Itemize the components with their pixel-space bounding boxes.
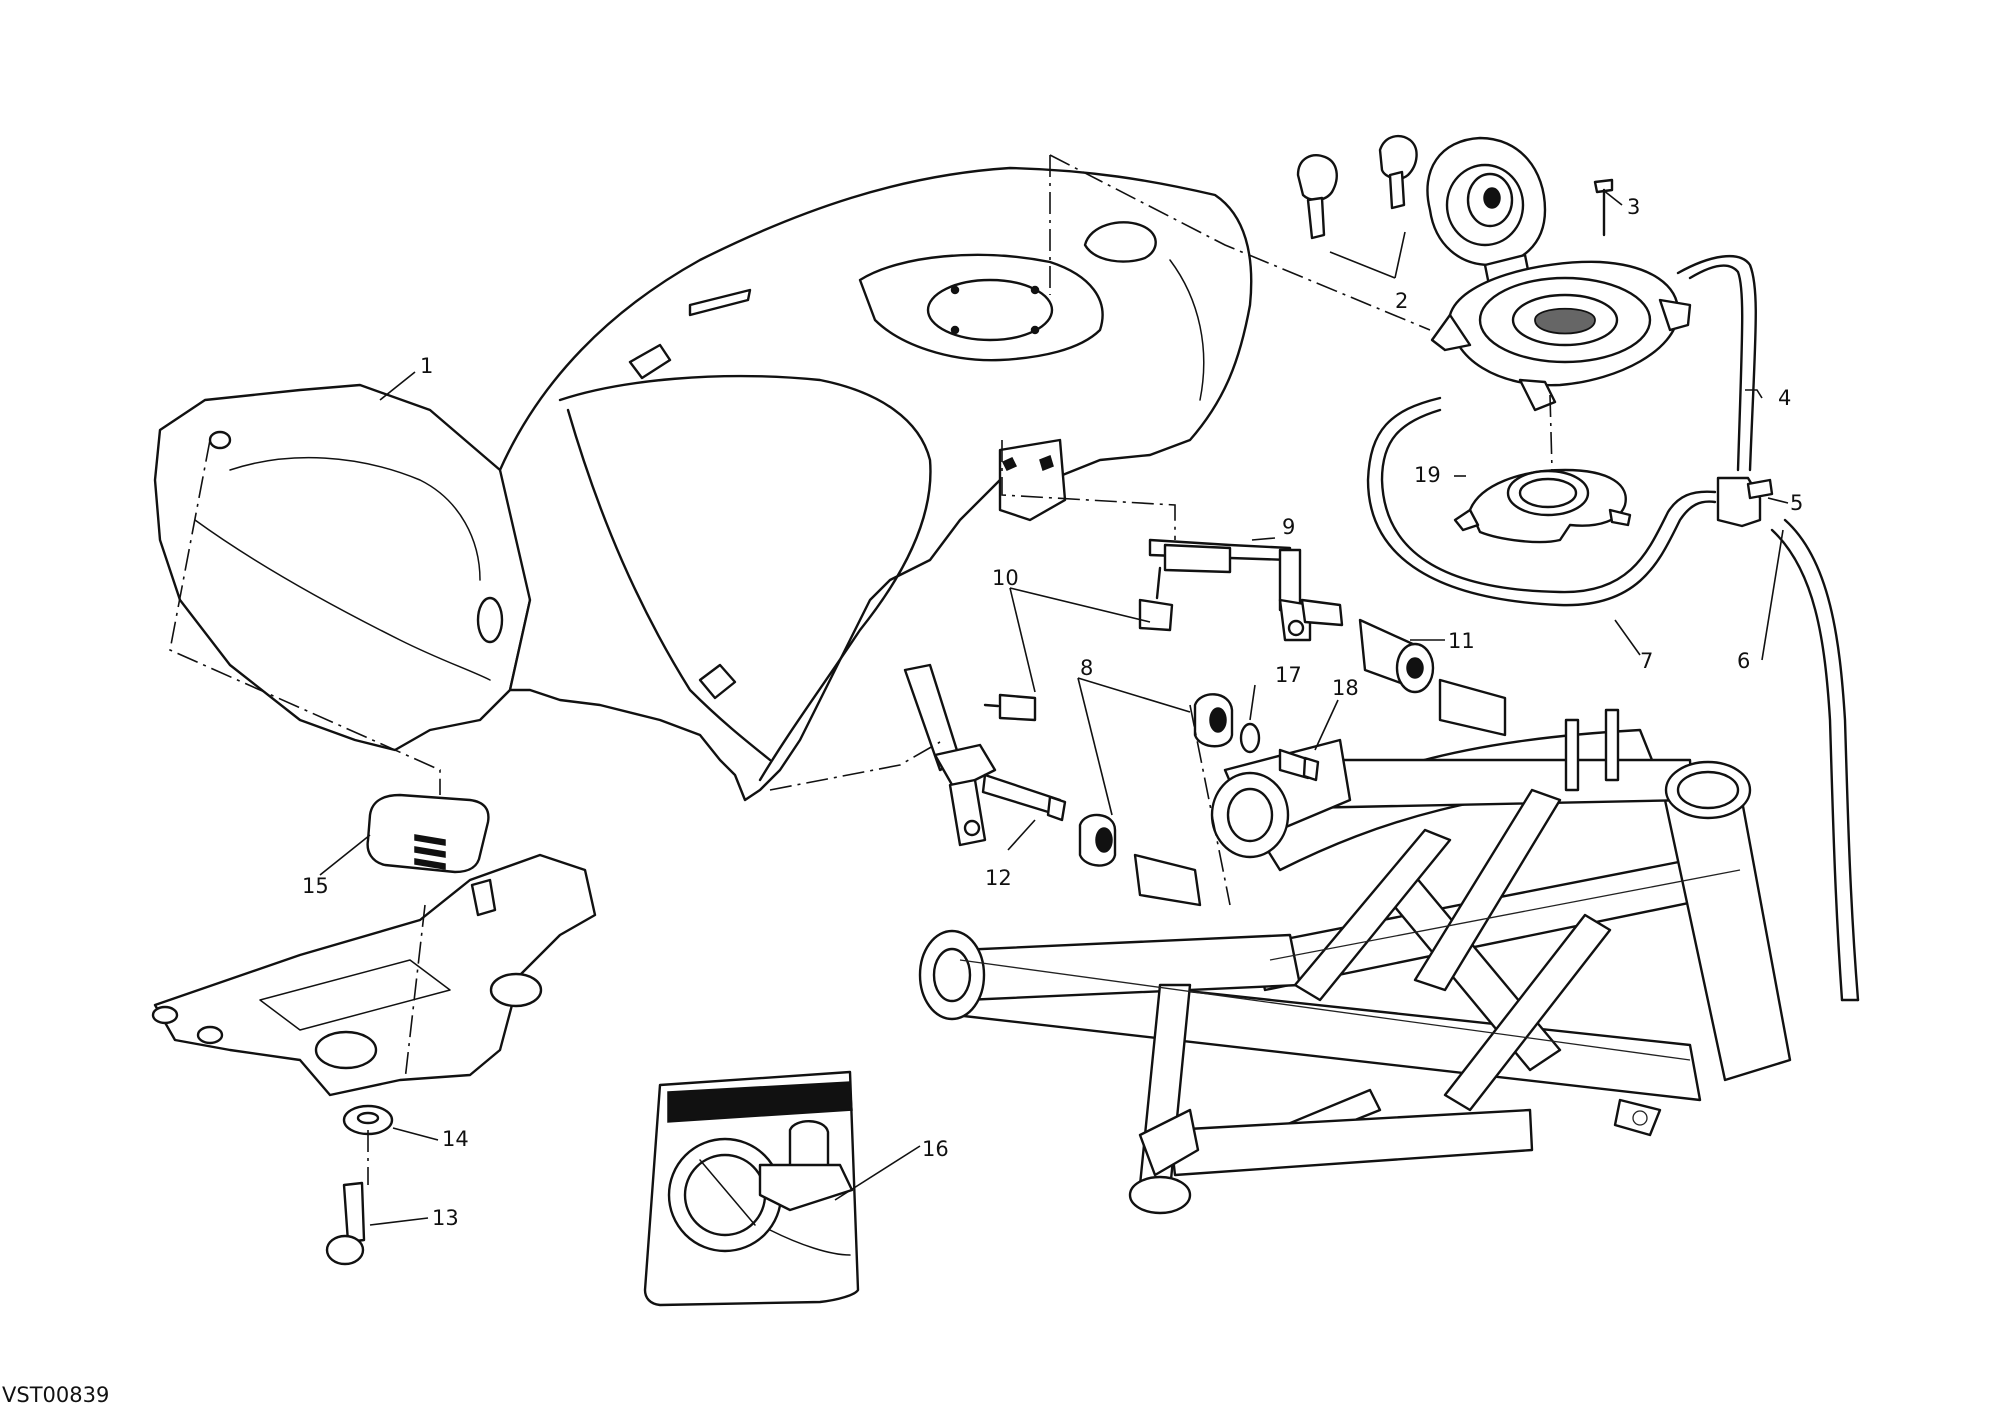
leader-lines	[319, 189, 1789, 1226]
callout-3: 3	[1627, 195, 1640, 219]
filler-cap-assembly	[1426, 136, 1692, 544]
drawing-code: VST00839	[2, 1383, 109, 1407]
rear-bracket	[1148, 538, 1344, 642]
motorcycle-frame	[918, 708, 1792, 1215]
cap-screw	[1593, 178, 1614, 237]
callout-6: 6	[1737, 649, 1750, 673]
callout-5: 5	[1790, 491, 1803, 515]
support-plate	[151, 853, 597, 1097]
callout-16: 16	[922, 1137, 949, 1161]
mounting-bolt	[325, 1181, 366, 1266]
callout-1: 1	[420, 354, 433, 378]
front-bracket	[903, 663, 1067, 847]
callout-labels: 1 2 3 4 5 6 7 8 9 10 11 12 13 14 15 16 1…	[302, 195, 1803, 1230]
assembly-lines	[169, 154, 1553, 1185]
callout-14: 14	[442, 1127, 469, 1151]
callout-12: 12	[985, 866, 1012, 890]
fuel-tank	[153, 166, 1253, 802]
callout-19: 19	[1414, 463, 1441, 487]
ignition-keys	[1296, 134, 1418, 240]
callout-9: 9	[1282, 515, 1295, 539]
breather-hoses	[1366, 254, 1860, 1002]
callout-4: 4	[1778, 386, 1791, 410]
callout-15: 15	[302, 874, 329, 898]
callout-2: 2	[1395, 289, 1408, 313]
rubber-pad	[366, 793, 490, 874]
callout-8: 8	[1080, 656, 1093, 680]
callout-11: 11	[1448, 629, 1475, 653]
callout-17: 17	[1275, 663, 1302, 687]
detail-inset	[643, 1070, 860, 1307]
callout-18: 18	[1332, 676, 1359, 700]
callout-7: 7	[1640, 649, 1653, 673]
bolts-and-bushings	[983, 566, 1507, 907]
washer	[342, 1104, 394, 1136]
callout-13: 13	[432, 1206, 459, 1230]
callout-10: 10	[992, 566, 1019, 590]
